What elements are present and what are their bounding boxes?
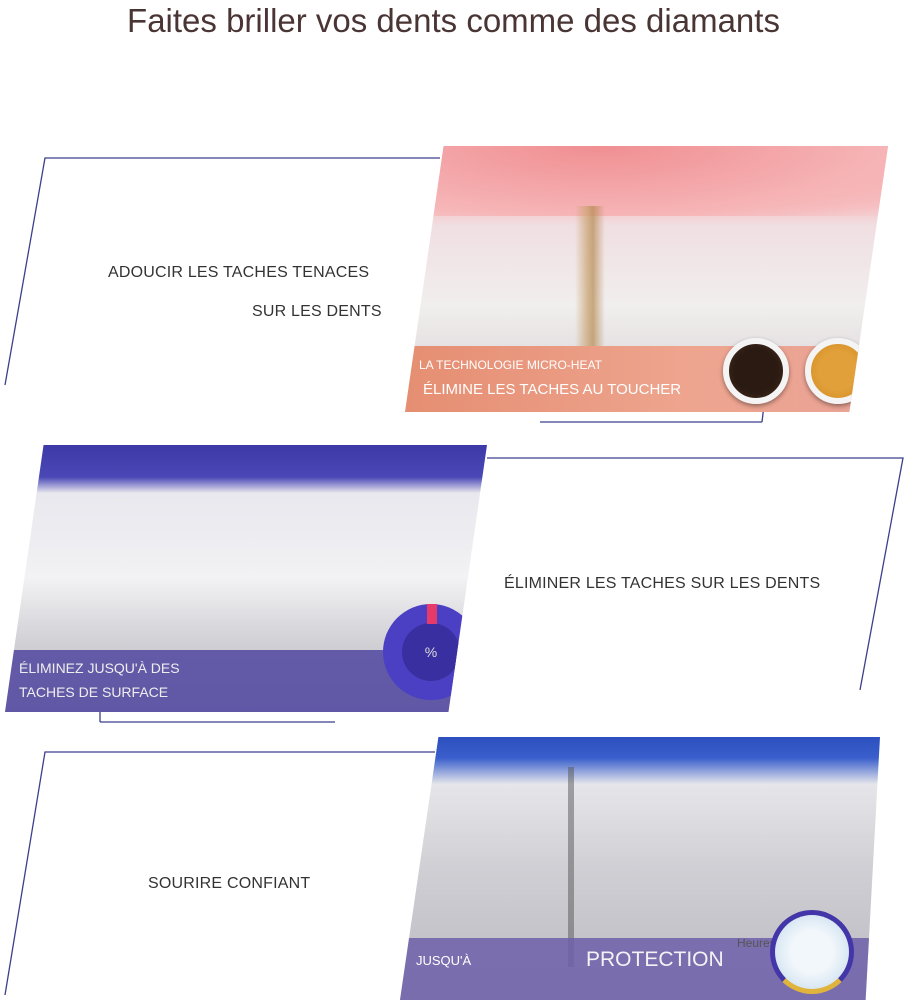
stain-graphic	[575, 206, 605, 356]
frame-line-1	[4, 157, 440, 386]
tooth-icon	[770, 910, 854, 994]
hours-label: Heures	[737, 936, 776, 950]
protection-label: PROTECTION	[586, 948, 724, 971]
micro-heat-label: LA TECHNOLOGIE MICRO-HEAT	[419, 358, 602, 372]
caption-3: SOURIRE CONFIANT	[148, 875, 311, 892]
caption-1-line-2: SUR LES DENTS	[252, 303, 382, 320]
remove-up-to-label: ÉLIMINEZ JUSQU'À DES	[19, 660, 180, 676]
frame-line-3	[4, 751, 435, 996]
stain-removal-image: ÉLIMINEZ JUSQU'À DES TACHES DE SURFACE %	[5, 445, 487, 712]
caption-2: ÉLIMINER LES TACHES SUR LES DENTS	[504, 575, 821, 592]
stain-softening-image: LA TECHNOLOGIE MICRO-HEAT ÉLIMINE LES TA…	[405, 146, 888, 412]
tooth-gap-graphic	[568, 767, 574, 967]
surface-stains-label: TACHES DE SURFACE	[19, 684, 169, 700]
removes-stains-label: ÉLIMINE LES TACHES AU TOUCHER	[423, 381, 682, 398]
percent-sign: %	[424, 644, 438, 660]
gauge-marker	[427, 604, 437, 624]
frame-line-2	[487, 457, 904, 691]
coffee-cup-icon	[723, 338, 789, 404]
confident-smile-image: JUSQU'À PROTECTION Heures	[400, 737, 880, 1000]
page-title: Faites briller vos dents comme des diama…	[127, 2, 780, 39]
gum-graphic	[405, 146, 888, 216]
caption-1-line-1: ADOUCIR LES TACHES TENACES	[108, 264, 370, 281]
up-to-label: JUSQU'À	[416, 953, 472, 968]
